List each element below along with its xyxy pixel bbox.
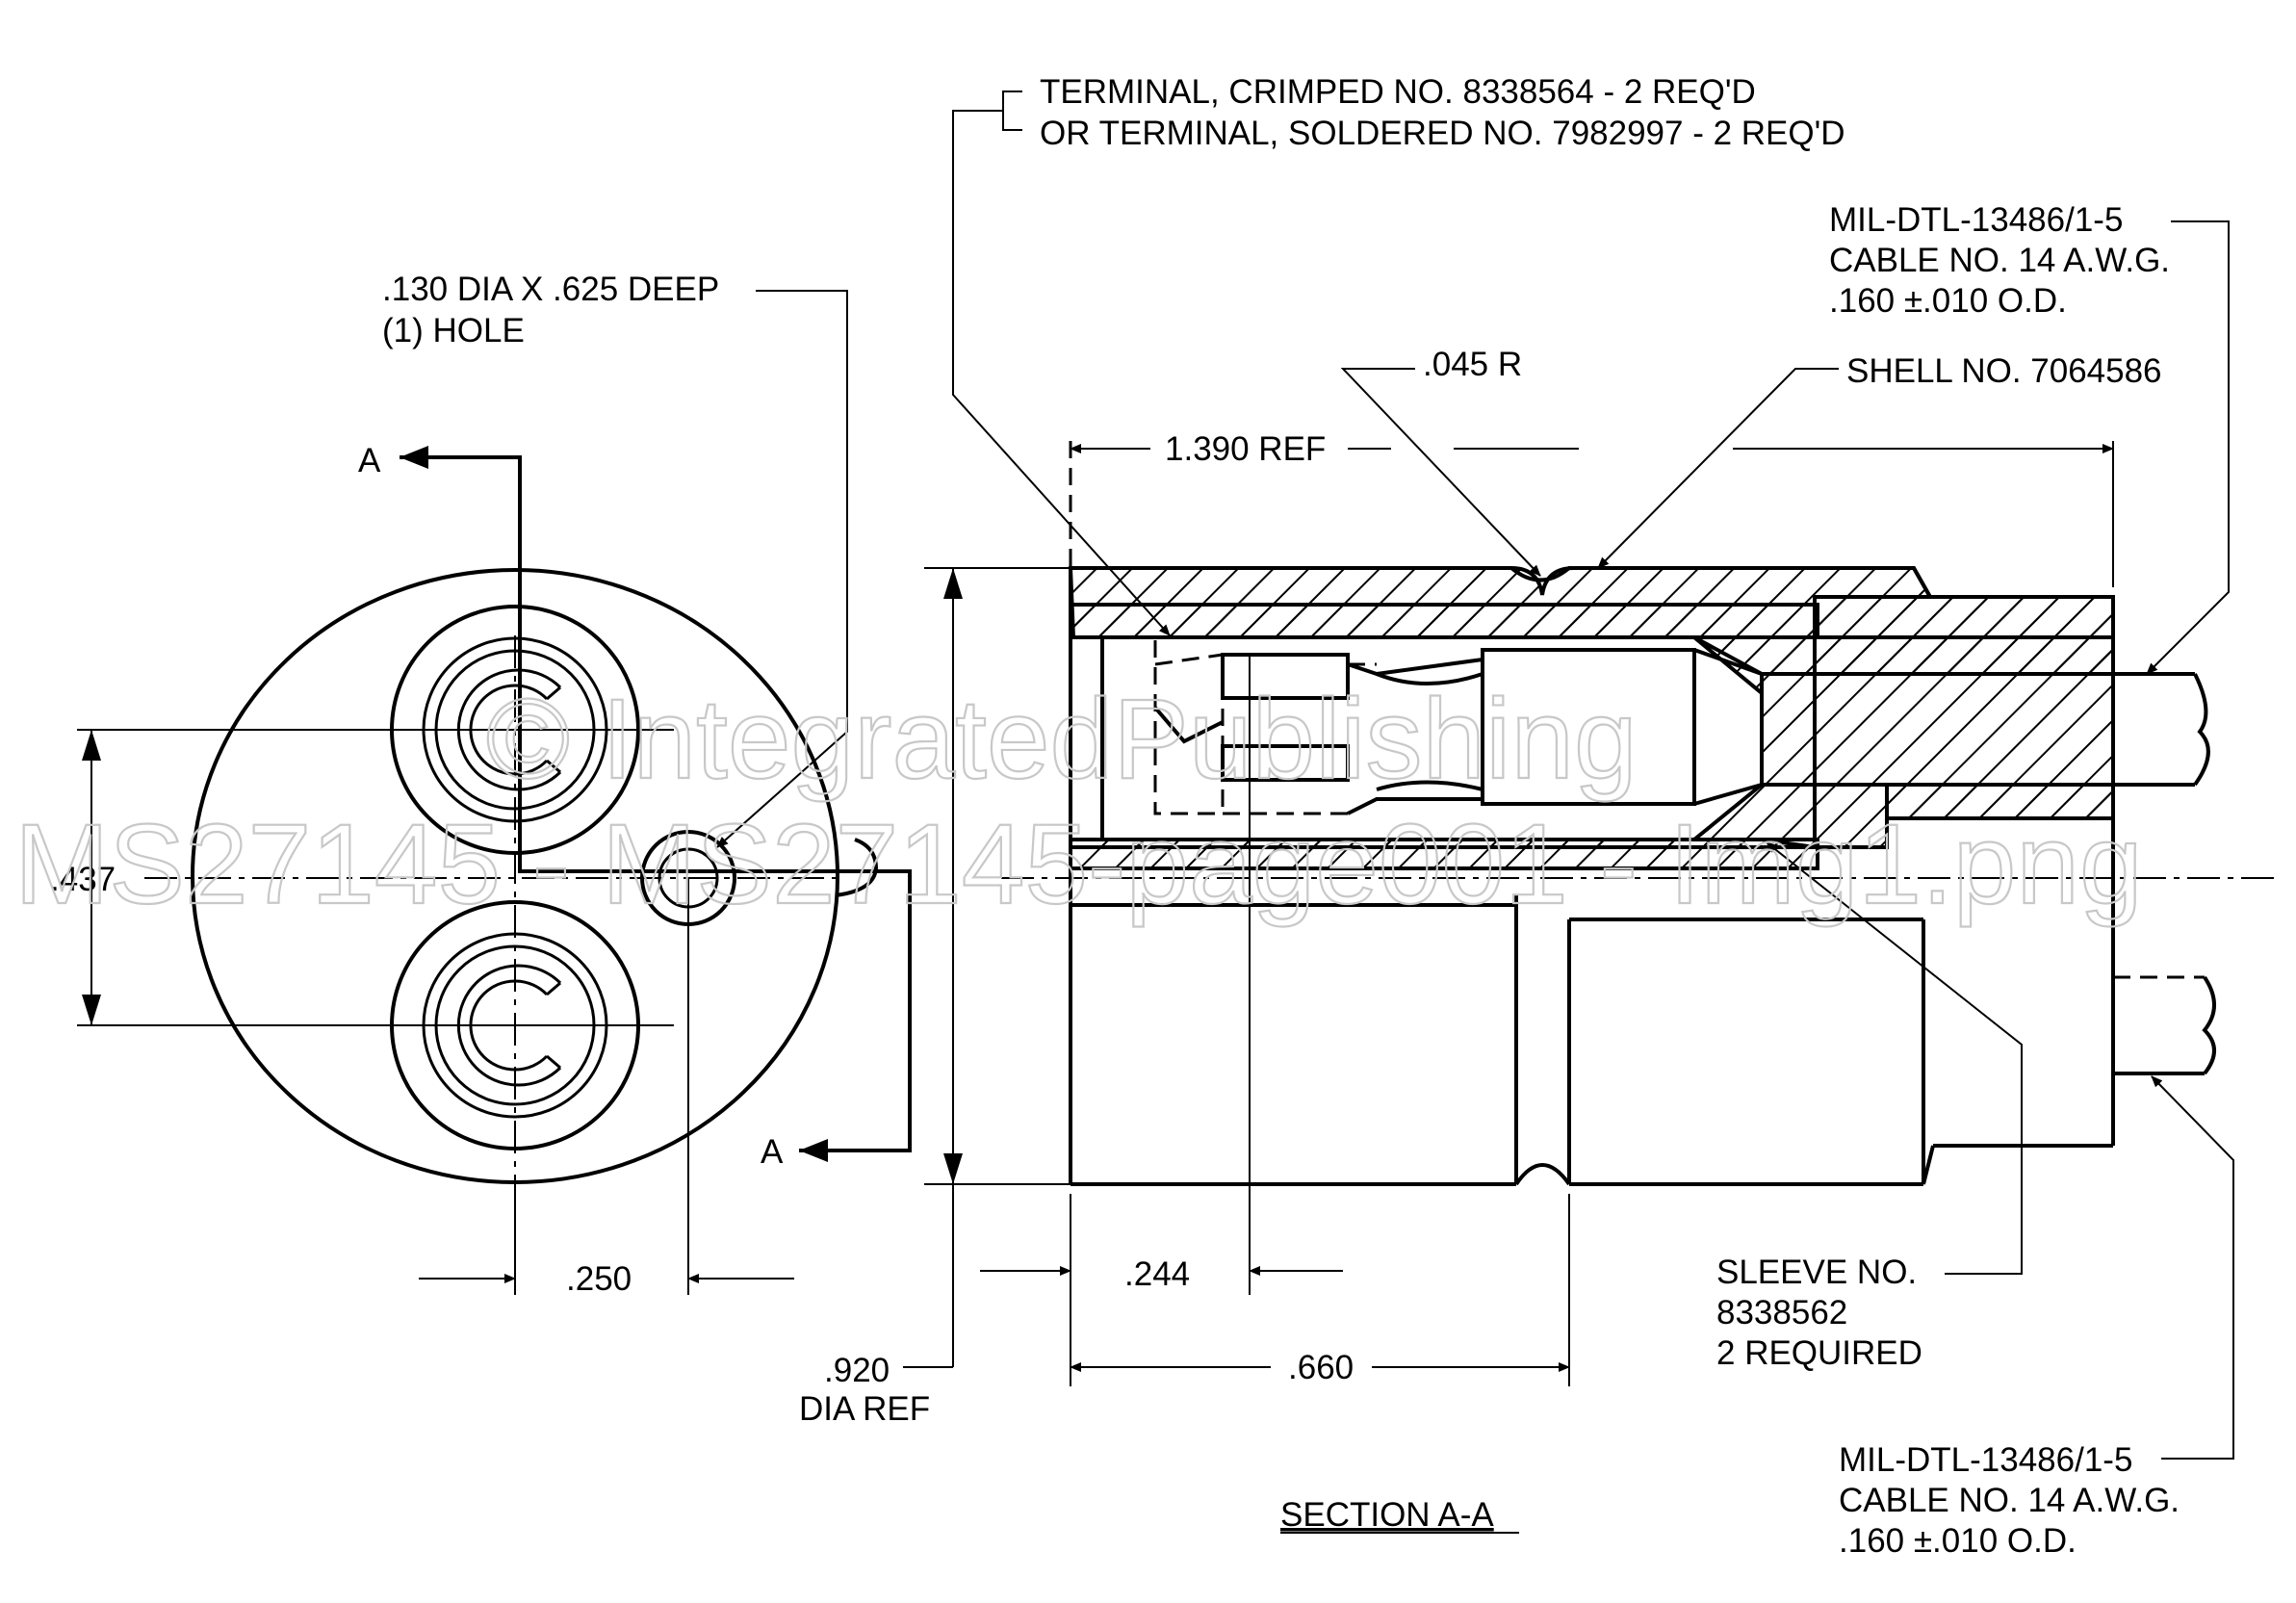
dim-437: .437 [50,861,116,898]
sleeve-line2: 8338562 [1716,1294,1847,1332]
section-mark-top: A [358,442,381,479]
dim-244: .244 [1124,1255,1190,1293]
upper-hatched-band [1069,603,1819,639]
cable-bottom-line3: .160 ±.010 O.D. [1839,1522,2077,1560]
section-title: SECTION A-A [1280,1496,1494,1534]
section-view: .920 DIA REF 1.390 REF .244 .660 TERMINA… [799,73,2282,1560]
sleeve-cone-upper [1689,635,1817,787]
cable-top-line3: .160 ±.010 O.D. [1829,282,2067,320]
front-view: A A .437 .250 .130 DIA X .625 DEEP (1) H… [50,271,912,1298]
shell-outline [1071,566,2115,820]
sleeve [1481,648,1696,806]
dim-660: .660 [1288,1349,1354,1386]
dim-920-dia-ref: DIA REF [799,1390,930,1428]
dim-250: .250 [566,1260,632,1298]
radius-note: .045 R [1423,346,1522,383]
cable-bottom-line2: CABLE NO. 14 A.W.G. [1839,1482,2180,1519]
watermark: © IntegratedPublishing MS27145 - MS27145… [13,675,2144,929]
cable-upper [1815,672,2195,787]
cable-bottom-line1: MIL-DTL-13486/1-5 [1839,1441,2132,1479]
cable-top-line1: MIL-DTL-13486/1-5 [1829,201,2123,239]
section-mark-bottom: A [761,1133,784,1171]
terminal-note-line1: TERMINAL, CRIMPED NO. 8338564 - 2 REQ'D [1040,73,1756,111]
terminal [1153,640,1223,815]
dim-1390-ref: 1.390 REF [1165,430,1326,468]
watermark-line1: © IntegratedPublishing [486,676,1638,803]
hole-note-line2: (1) HOLE [382,312,525,349]
section-line-a-a [400,455,912,1152]
sleeve-line1: SLEEVE NO. [1716,1254,1917,1291]
hole-note-line1: .130 DIA X .625 DEEP [382,271,719,308]
lower-hatched-band [1069,838,1819,870]
sleeve-line3: 2 REQUIRED [1716,1334,1922,1372]
terminal-note-line2: OR TERMINAL, SOLDERED NO. 7982997 - 2 RE… [1040,115,1845,152]
key-bump [835,838,879,897]
dim-920: .920 [824,1352,890,1389]
cable-top-line2: CABLE NO. 14 A.W.G. [1829,242,2170,279]
shell-note: SHELL NO. 7064586 [1846,352,2162,390]
watermark-line2: MS27145 - MS27145-page001 - Img1.png [14,801,2143,928]
